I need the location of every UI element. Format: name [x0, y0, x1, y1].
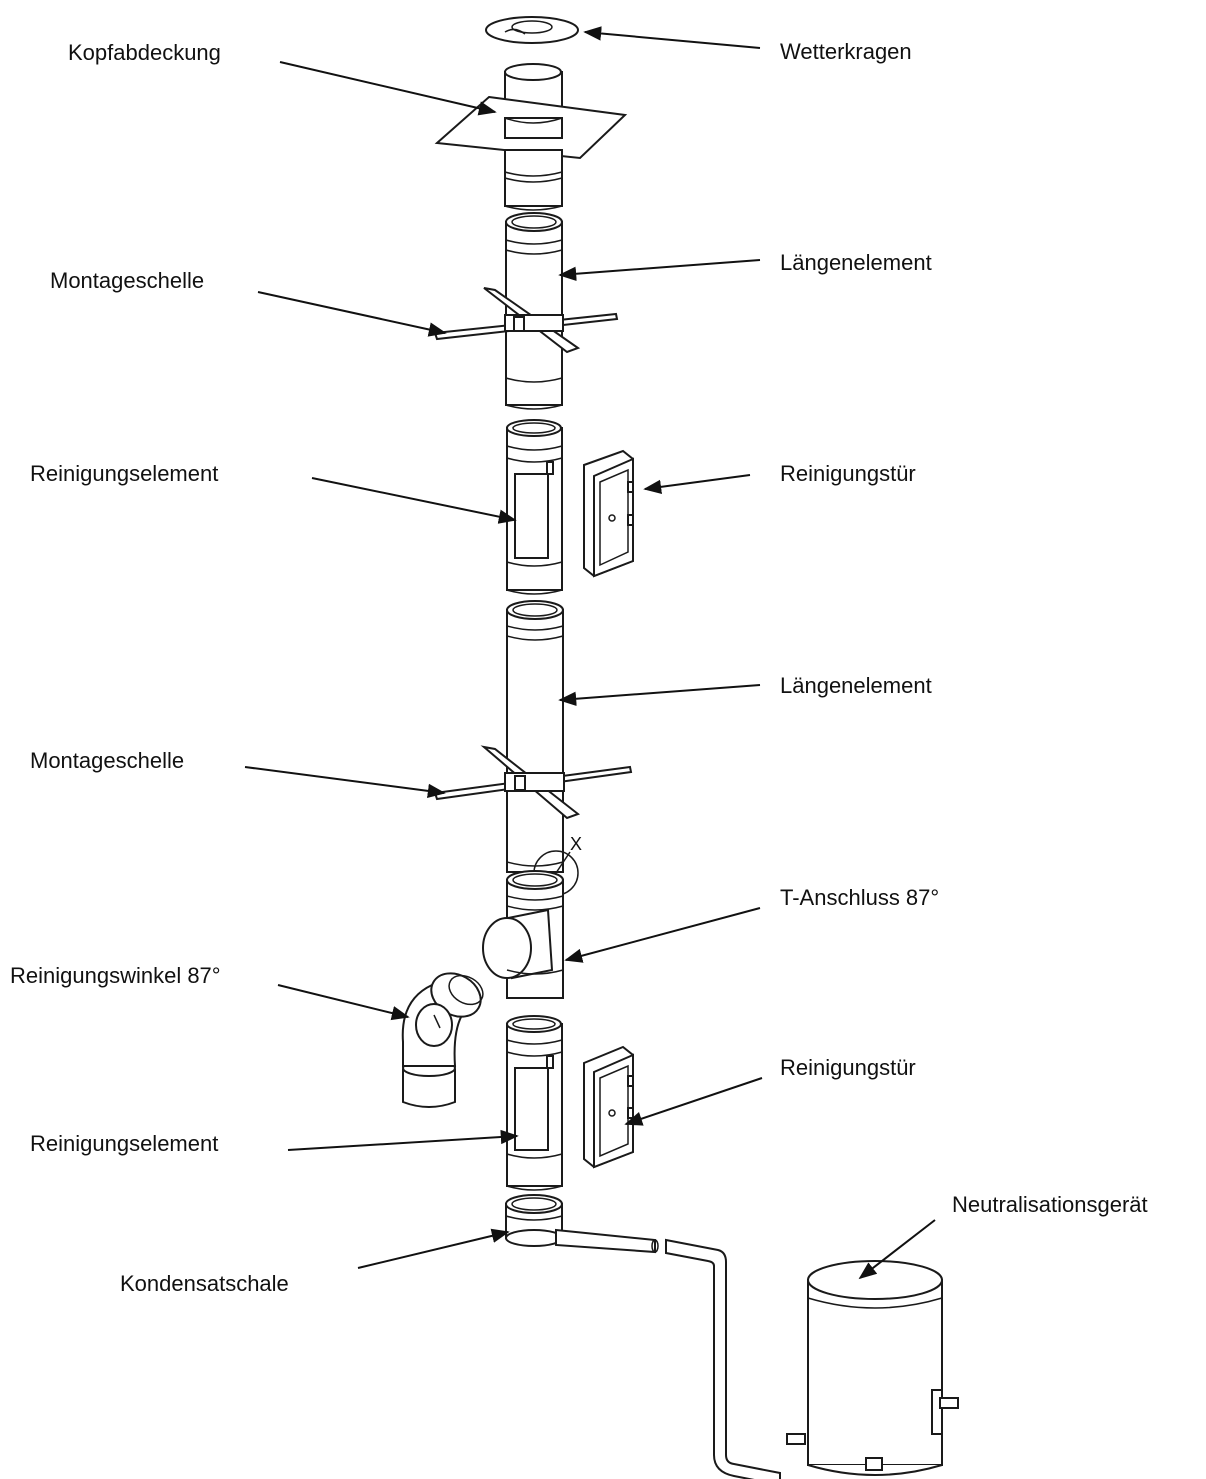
label-laengenelement-2: Längenelement	[780, 673, 932, 698]
cleaning-door-2	[583, 1045, 634, 1169]
label-t-anschluss: T-Anschluss 87°	[780, 885, 940, 910]
mounting-clamp-1	[433, 287, 619, 354]
label-laengenelement-1: Längenelement	[780, 250, 932, 275]
label-reinigungswinkel: Reinigungswinkel 87°	[10, 963, 221, 988]
length-element-1	[505, 212, 563, 410]
arrow-reinigungstuer-2	[624, 1077, 763, 1126]
cleaning-door-1	[583, 449, 634, 578]
arrow-t-anschluss	[564, 907, 761, 963]
label-reinigungselement-1: Reinigungselement	[30, 461, 219, 486]
label-kopfabdeckung: Kopfabdeckung	[68, 40, 221, 65]
label-montageschelle-2: Montageschelle	[30, 748, 185, 773]
label-reinigungstuer-2: Reinigungstür	[780, 1055, 916, 1080]
label-kondensatschale: Kondensatschale	[120, 1271, 289, 1296]
arrow-reinigungselement-2	[287, 1129, 519, 1151]
t-connection	[482, 870, 564, 999]
condensate-tray	[505, 1194, 659, 1254]
label-detail-marker: X	[570, 834, 583, 854]
arrow-reinigungselement-1	[311, 477, 517, 524]
cleaning-elbow	[401, 972, 484, 1108]
leader-arrows	[244, 26, 936, 1280]
head-cover	[434, 63, 628, 211]
arrow-wetterkragen	[583, 26, 761, 49]
condensate-hose	[665, 1238, 781, 1479]
arrow-montageschelle-1	[257, 291, 447, 337]
arrow-kondensatschale	[357, 1228, 510, 1269]
arrow-neutralisationsgeraet	[858, 1219, 936, 1280]
weather-collar	[485, 16, 579, 44]
arrow-reinigungstuer-1	[643, 474, 751, 494]
arrow-laengenelement-1	[558, 259, 761, 281]
label-montageschelle-1: Montageschelle	[50, 268, 205, 293]
arrow-laengenelement-2	[558, 684, 761, 706]
label-reinigungstuer-1: Reinigungstür	[780, 461, 916, 486]
label-wetterkragen: Wetterkragen	[780, 39, 912, 64]
arrow-montageschelle-2	[244, 766, 446, 799]
arrow-reinigungswinkel	[277, 984, 410, 1021]
arrow-kopfabdeckung	[279, 61, 497, 116]
cleaning-element-2	[506, 1015, 563, 1191]
neutralisation-unit	[786, 1260, 959, 1476]
label-neutralisationsgeraet: Neutralisationsgerät	[952, 1192, 1148, 1217]
length-element-2	[506, 600, 564, 873]
label-reinigungselement-2: Reinigungselement	[30, 1131, 219, 1156]
cleaning-element-1	[506, 419, 563, 595]
